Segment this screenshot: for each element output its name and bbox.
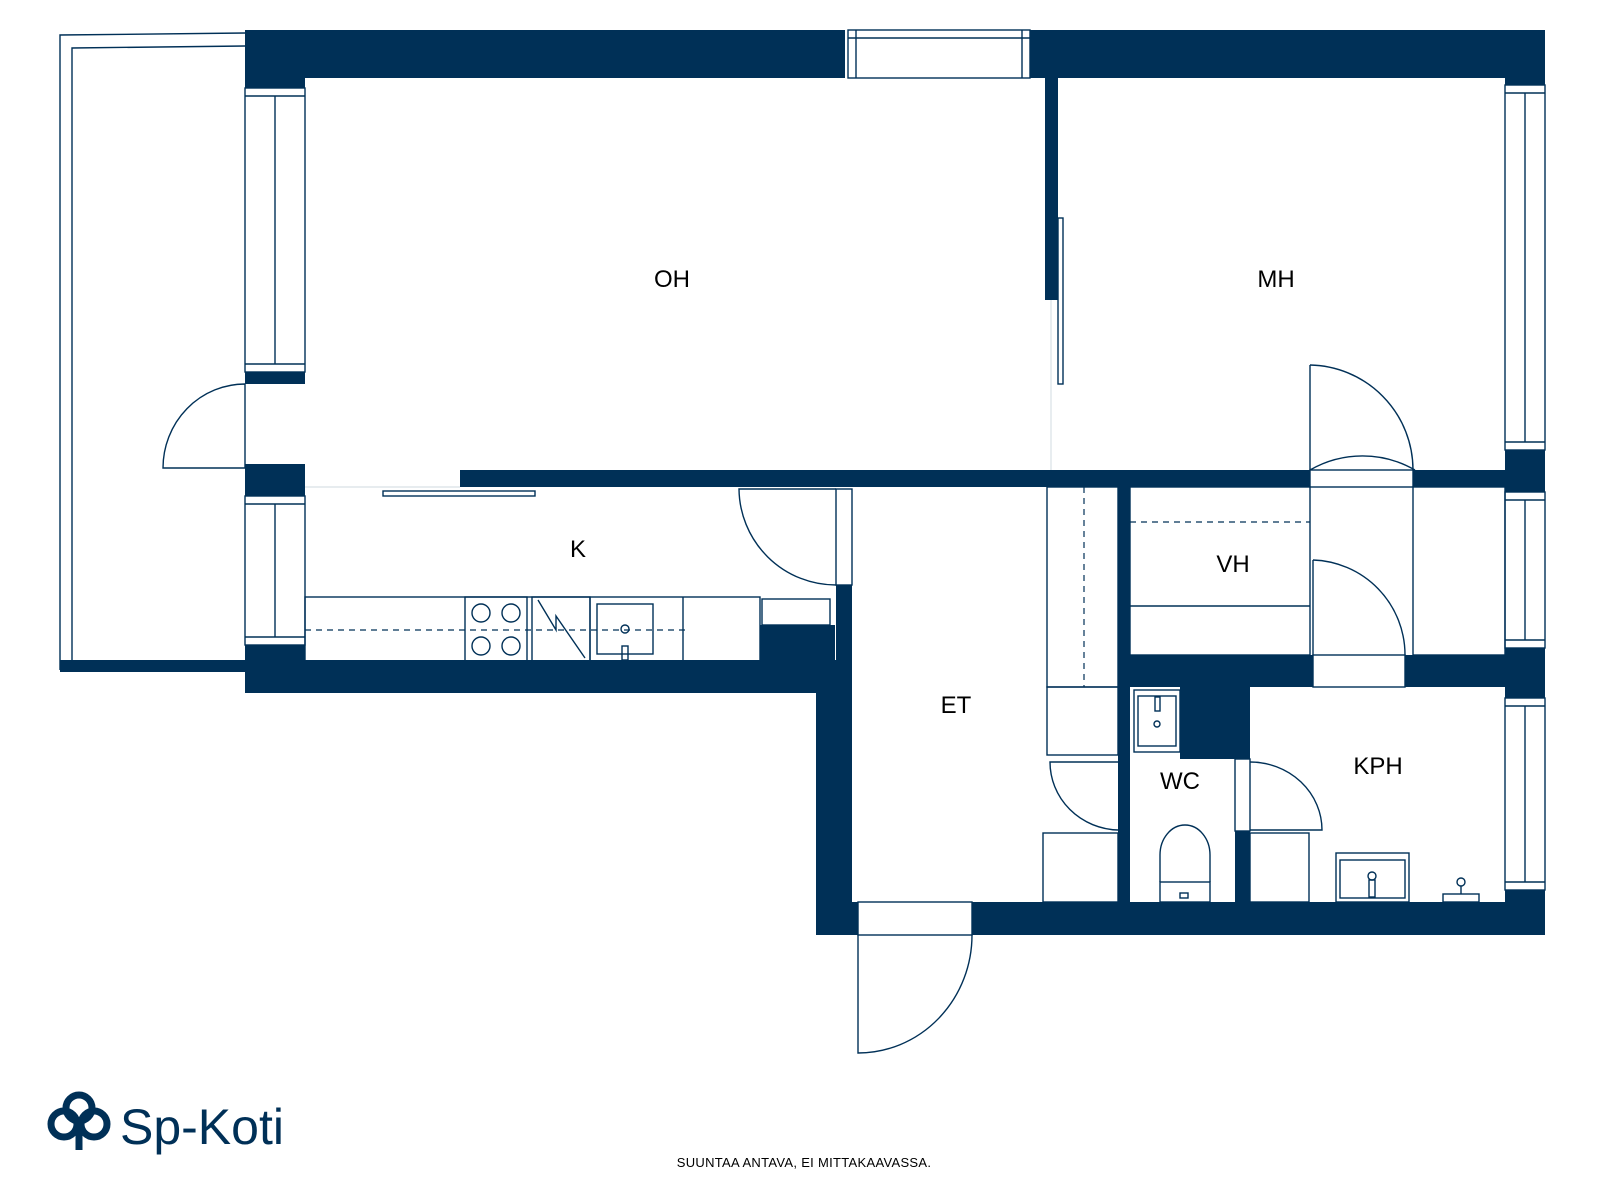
room-label-mh: MH [1257,266,1294,293]
room-labels: OH MH K VH ET WC KPH [570,266,1403,795]
walls [245,30,1545,935]
balcony [59,32,246,672]
kitchen-fixtures [304,596,831,662]
storage-fixtures [1042,486,1506,903]
doors [162,217,1416,1054]
wc-fixtures [1133,689,1211,903]
room-label-vh: VH [1216,551,1249,578]
room-label-k: K [570,536,586,563]
kph-fixtures [1249,832,1480,903]
windows [244,29,1546,891]
footnote-disclaimer: SUUNTAA ANTAVA, EI MITTAKAAVASSA. [677,1155,932,1170]
room-label-oh: OH [654,266,690,293]
room-label-kph: KPH [1353,753,1402,780]
brand-logo: Sp-Koti [47,1091,284,1155]
room-label-et: ET [941,692,972,719]
room-label-wc: WC [1160,768,1200,795]
tree-logo-icon [47,1091,111,1150]
brand-name: Sp-Koti [120,1099,284,1155]
